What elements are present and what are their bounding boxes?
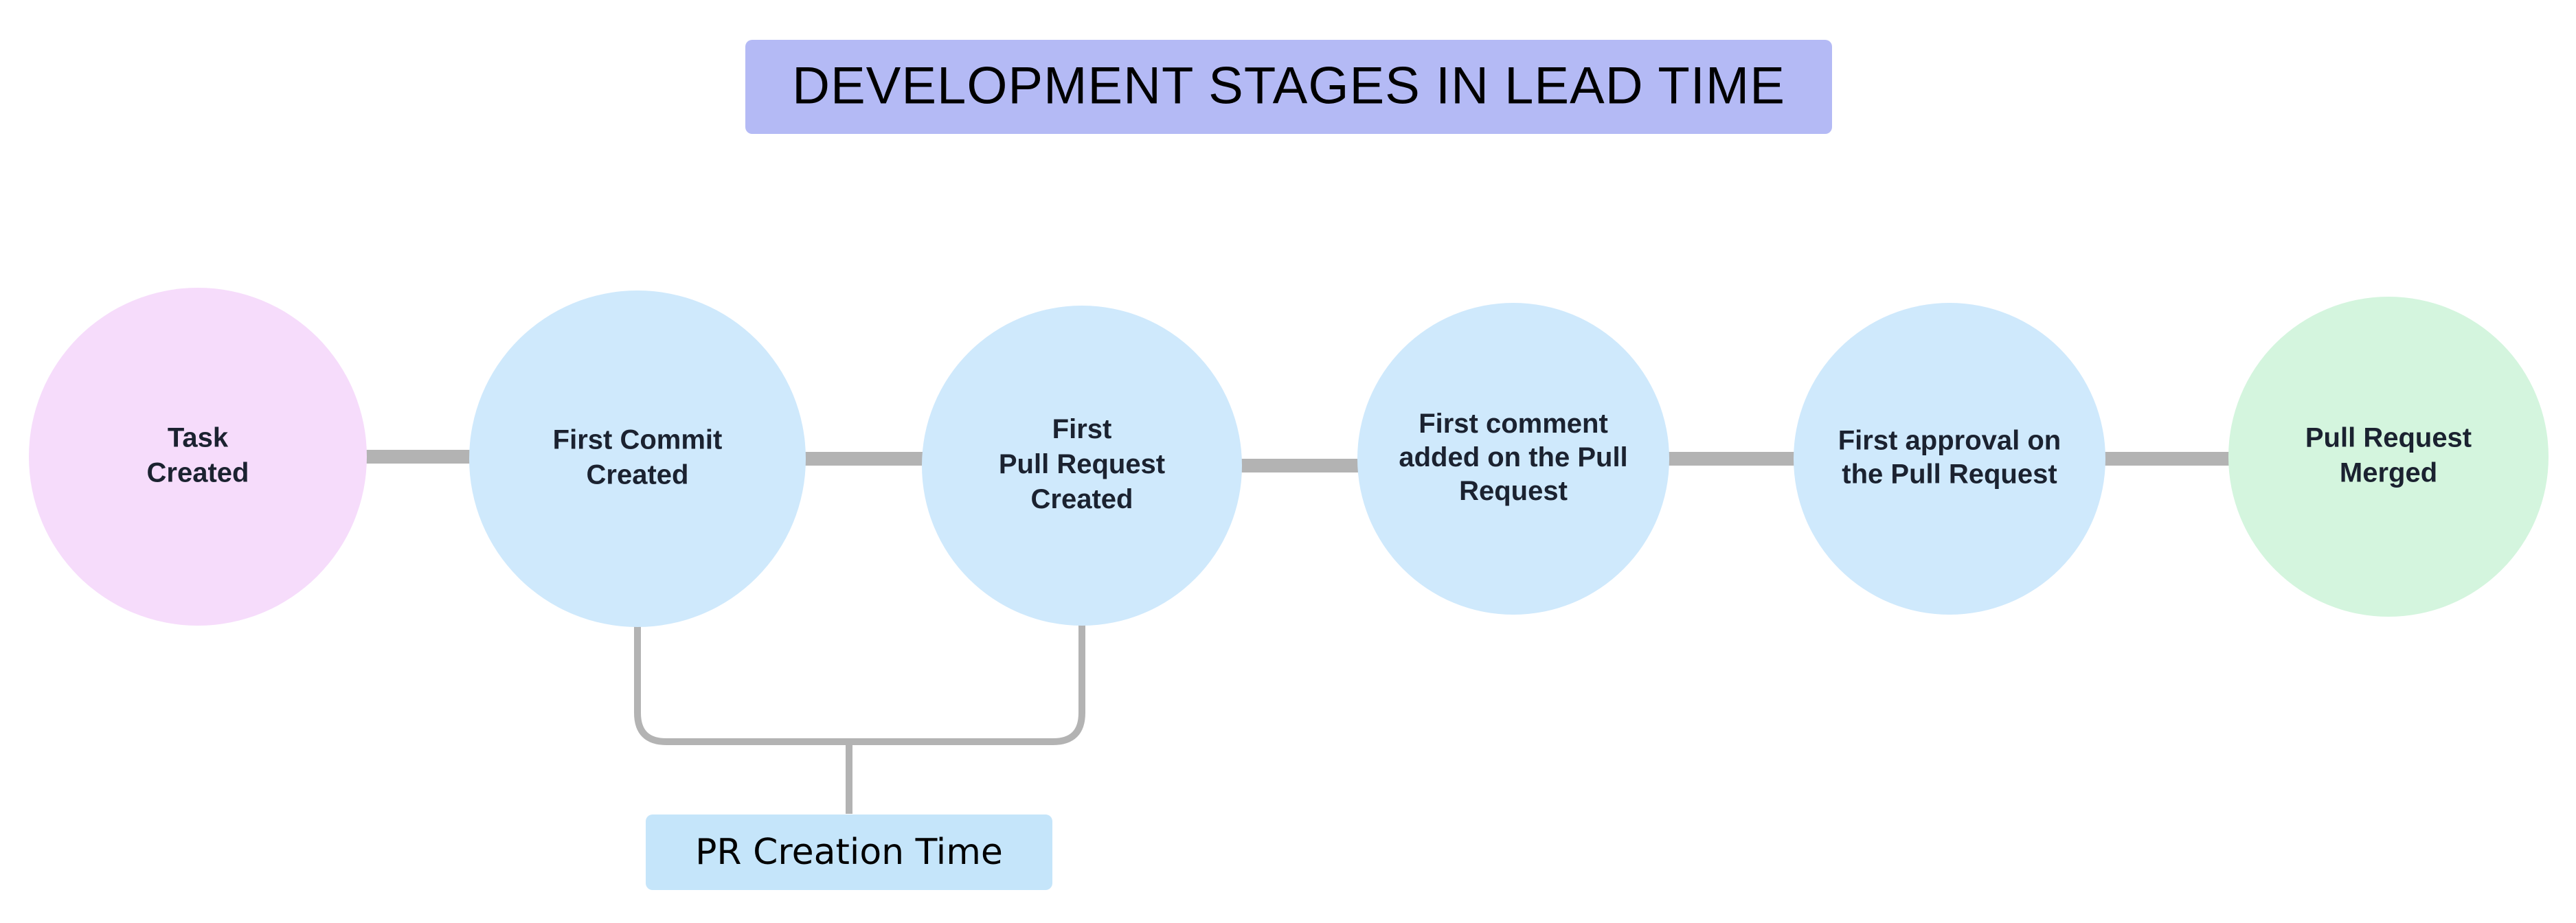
node-label-line: First comment bbox=[1419, 409, 1608, 439]
node-label-line: Task bbox=[168, 422, 229, 453]
node-label-first-approval: First approval on the Pull Request bbox=[1838, 425, 2061, 489]
connector-commit-to-pr bbox=[802, 452, 924, 466]
pr-creation-time-bracket bbox=[634, 625, 1085, 814]
node-label-line: added on the Pull bbox=[1399, 442, 1627, 472]
edge-label-box[interactable] bbox=[646, 814, 1052, 890]
node-circle-pull-request-merged[interactable] bbox=[2228, 297, 2549, 617]
node-label-line: Created bbox=[1031, 484, 1133, 514]
node-circle-first-commit-created[interactable] bbox=[469, 290, 806, 627]
edge-label-pr-creation-time[interactable]: PR Creation Time bbox=[646, 814, 1052, 890]
bracket-path bbox=[634, 625, 1085, 745]
connector-lines bbox=[364, 450, 2230, 472]
node-label-line: Request bbox=[1459, 476, 1568, 506]
node-circle-first-pull-request-created[interactable] bbox=[922, 306, 1242, 626]
node-label-line: First approval on bbox=[1838, 425, 2061, 455]
diagram-title: DEVELOPMENT STAGES IN LEAD TIME bbox=[745, 40, 1832, 134]
node-label-line: Created bbox=[587, 459, 689, 490]
connector-comment-to-approval bbox=[1668, 452, 1794, 466]
page-title: DEVELOPMENT STAGES IN LEAD TIME bbox=[792, 57, 1785, 115]
connector-task-to-commit bbox=[364, 450, 474, 464]
node-label-line: Created bbox=[147, 457, 249, 488]
node-label-line: First bbox=[1052, 414, 1112, 444]
node-label-line: First Commit bbox=[553, 424, 723, 455]
node-label-line: Pull Request bbox=[999, 449, 1165, 479]
bracket-stem bbox=[846, 742, 852, 814]
node-circle-first-comment-added[interactable] bbox=[1357, 303, 1669, 615]
node-circle-task-created[interactable] bbox=[29, 288, 367, 626]
node-circles bbox=[29, 288, 2549, 627]
node-label-line: Merged bbox=[2340, 457, 2437, 488]
node-circle-first-approval[interactable] bbox=[1794, 303, 2105, 615]
connector-approval-to-merged bbox=[2104, 452, 2230, 466]
node-label-line: Pull Request bbox=[2305, 422, 2472, 453]
edge-label-caption: PR Creation Time bbox=[695, 832, 1003, 873]
title-banner-box bbox=[745, 40, 1832, 134]
connector-pr-to-comment bbox=[1240, 459, 1360, 472]
node-label-line: the Pull Request bbox=[1842, 459, 2057, 489]
